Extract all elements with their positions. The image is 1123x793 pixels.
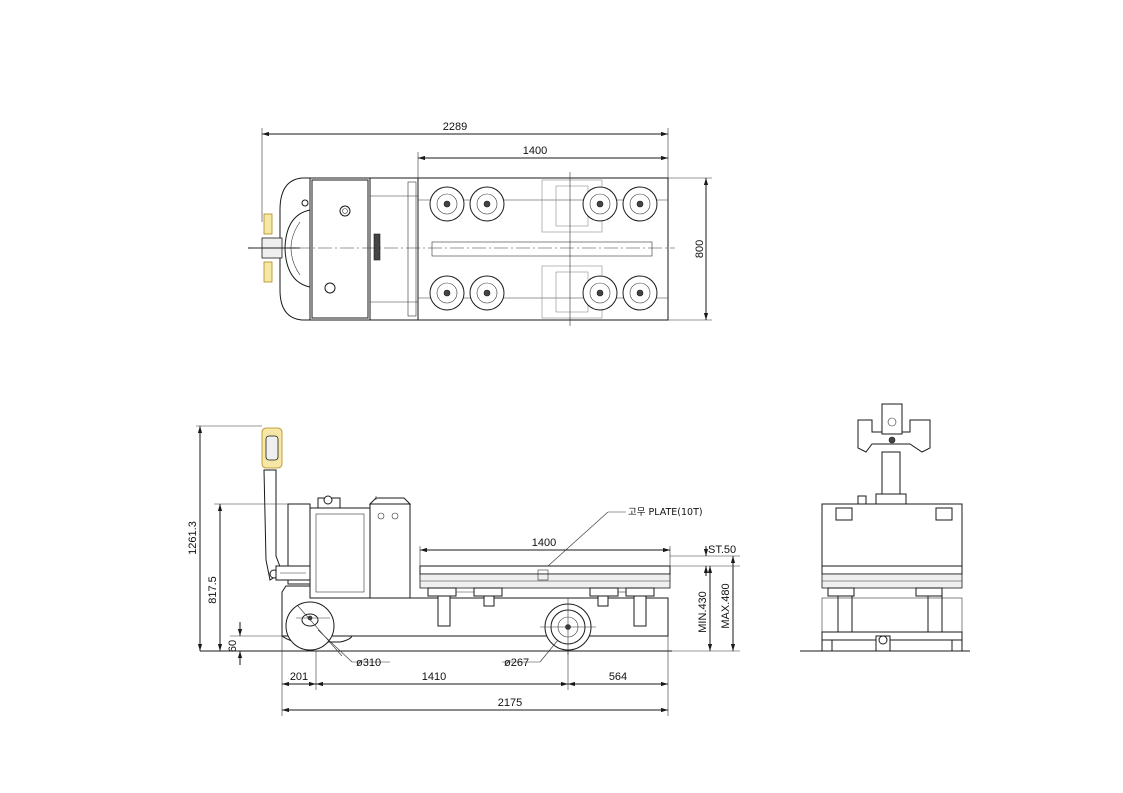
dim-overall-length-top: 2289 — [443, 121, 467, 133]
dim-overall-length-side: 2175 — [498, 697, 522, 709]
dim-max-height: MAX.480 — [720, 583, 732, 628]
dim-load-wheel-diameter: ø267 — [504, 657, 529, 669]
callout-rubber-plate: 고무 PLATE(10T) — [628, 507, 703, 518]
roller-group — [429, 186, 658, 311]
dim-drive-wheel-diameter: ø310 — [356, 657, 381, 669]
dim-deck-length-top: 1400 — [523, 145, 547, 157]
dim-front-overhang: 201 — [290, 671, 308, 683]
front-view — [800, 403, 970, 652]
dim-width-top: 800 — [694, 240, 706, 258]
side-view: 고무 PLATE(10T) 1261.3 817.5 60 1400 ST.50… — [187, 425, 740, 716]
dim-min-height: MIN.430 — [697, 591, 709, 633]
lifting-units — [427, 587, 655, 627]
dim-total-height: 1261.3 — [187, 521, 199, 555]
top-view: 2289 1400 800 — [248, 121, 712, 326]
dim-deck-length-side: 1400 — [532, 537, 556, 549]
dim-ground-clearance: 60 — [227, 640, 239, 652]
dim-body-height: 817.5 — [207, 576, 219, 604]
tiller-side — [261, 427, 311, 581]
dim-wheelbase: 1410 — [422, 671, 446, 683]
dim-rear-overhang: 564 — [609, 671, 627, 683]
dim-stroke: ST.50 — [708, 544, 736, 556]
